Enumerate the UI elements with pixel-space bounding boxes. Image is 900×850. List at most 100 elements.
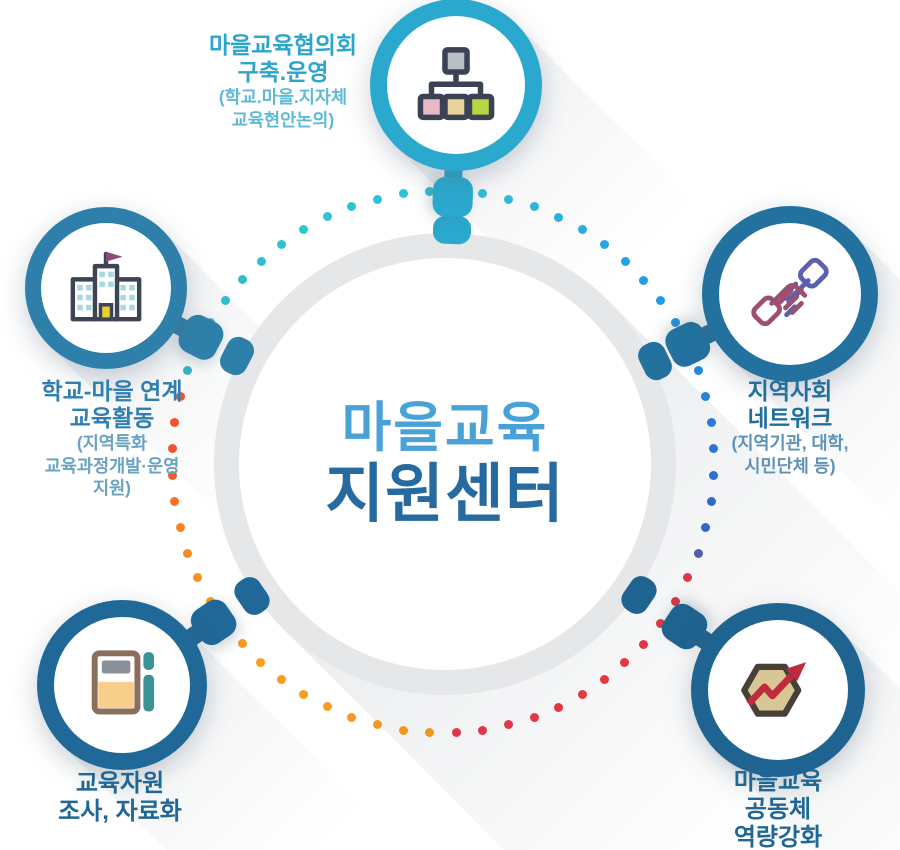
satellite-inner-resources <box>54 617 190 753</box>
center-title-line2: 지원센터 <box>325 458 565 530</box>
ring-dot <box>709 444 719 454</box>
label-line: 지역사회 <box>747 378 833 404</box>
ring-dot <box>554 212 564 222</box>
ring-dot <box>451 728 461 738</box>
satellite-circle-council <box>370 0 542 171</box>
ring-dot <box>599 239 609 249</box>
ring-dot <box>639 639 649 649</box>
ring-dot <box>322 212 332 222</box>
ring-dot <box>656 296 666 306</box>
center-title-line1: 마을교육 <box>341 398 549 458</box>
label-subline: (지역기관, 대학, <box>731 433 849 453</box>
label-line: 조사, 자료화 <box>58 798 182 825</box>
ring-dot <box>183 548 193 558</box>
ring-dot <box>504 720 514 730</box>
ring-dot <box>299 225 309 235</box>
ring-dot <box>170 417 180 427</box>
ring-dot <box>277 239 287 249</box>
label-subline: 교육과정개발·운영 <box>44 455 180 476</box>
ring-dot <box>670 318 680 328</box>
ring-dot <box>237 275 247 285</box>
label-line: 마을교육 <box>733 768 823 795</box>
label-line: 학교-마을 연계 <box>41 378 183 404</box>
ring-dot <box>577 689 587 699</box>
ring-dot <box>529 712 539 722</box>
label-line: 구축.운영 <box>237 59 329 85</box>
ring-dot <box>425 728 435 738</box>
ring-dot <box>277 675 287 685</box>
ring-dot <box>693 548 703 558</box>
ring-dot <box>478 725 488 735</box>
ring-dot <box>175 391 185 401</box>
school-building-icon <box>64 248 148 329</box>
ring-dot <box>706 417 716 427</box>
ring-dot <box>167 470 177 480</box>
ring-dot <box>398 189 408 199</box>
ring-dot <box>670 596 680 606</box>
ring-dot <box>398 725 408 735</box>
ring-dot <box>656 618 666 628</box>
label-line: 마을교육협의회 <box>208 32 358 58</box>
label-subline: 시민단체 등) <box>744 455 836 476</box>
satellite-circle-community <box>691 603 865 777</box>
ring-dot <box>237 639 247 649</box>
ring-dot <box>372 720 382 730</box>
ring-dot <box>170 497 180 507</box>
ring-dot <box>683 573 693 583</box>
ring-dot <box>256 658 266 668</box>
ring-dot <box>701 523 711 533</box>
stem-knob <box>432 176 474 218</box>
label-subline: 지원) <box>92 478 132 498</box>
satellite-inner-council <box>387 16 525 154</box>
label-line: 역량강화 <box>733 824 823 850</box>
ring-dot <box>347 202 357 212</box>
handshake-icon <box>749 255 831 334</box>
satellite-inner-network <box>719 223 861 365</box>
ring-dot <box>347 712 357 722</box>
ring-dot <box>167 444 177 454</box>
ring-dot <box>220 296 230 306</box>
ring-dot <box>425 186 435 196</box>
ring-dot <box>620 256 630 266</box>
label-subline: (학교.마을.지자체 <box>218 87 348 107</box>
ring-dot <box>504 194 514 204</box>
ring-dot <box>693 366 703 376</box>
center-circle: 마을교육 지원센터 <box>239 258 651 670</box>
ring-dot <box>620 658 630 668</box>
ring-dot <box>706 497 716 507</box>
ring-dot <box>372 194 382 204</box>
label-subline: 교육현안논의) <box>231 109 335 130</box>
ring-dot <box>478 189 488 199</box>
ring-dot <box>701 391 711 401</box>
ring-dot <box>577 225 587 235</box>
org-chart-icon <box>416 45 496 126</box>
ring-dot <box>599 675 609 685</box>
satellite-circle-resources <box>37 600 207 770</box>
document-survey-icon <box>84 645 160 726</box>
ring-dot <box>175 523 185 533</box>
ring-dot <box>299 689 309 699</box>
satellite-inner-school-village <box>41 223 171 353</box>
ring-dot <box>193 573 203 583</box>
label-line: 공동체 <box>744 796 812 823</box>
satellite-circle-school-village <box>25 207 187 369</box>
label-line: 네트워크 <box>747 405 833 431</box>
ring-dot <box>183 366 193 376</box>
ring-bump-council <box>432 215 472 245</box>
ring-dot <box>529 202 539 212</box>
satellite-inner-community <box>708 620 848 760</box>
growth-hexagon-icon <box>734 652 822 729</box>
ring-dot <box>709 470 719 480</box>
ring-dot <box>639 275 649 285</box>
ring-dot <box>256 256 266 266</box>
satellite-circle-network <box>702 206 878 382</box>
label-line: 교육활동 <box>69 405 155 431</box>
label-line: 교육자원 <box>75 770 165 797</box>
ring-dot <box>322 702 332 712</box>
